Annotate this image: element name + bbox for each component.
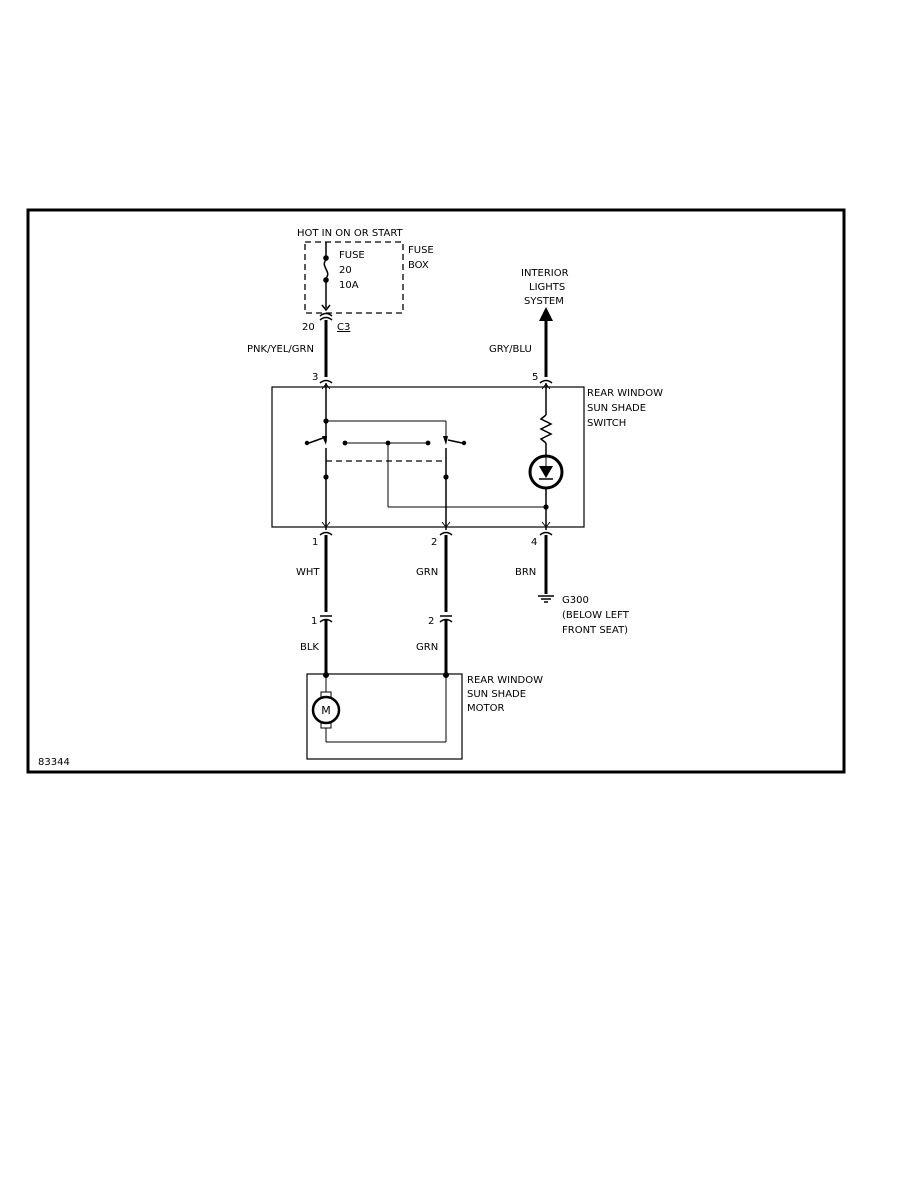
switch-pin-5: 5 <box>532 372 538 383</box>
motor-label-line3: MOTOR <box>467 703 504 714</box>
motor-connector-pin-2: 2 <box>428 616 434 627</box>
fuse-symbol <box>321 242 331 312</box>
motor-inline-connector <box>319 615 453 623</box>
ground-location-line2: FRONT SEAT) <box>562 625 628 636</box>
interior-lights-line1: INTERIOR <box>521 268 569 279</box>
fuse-rating: 10A <box>339 280 359 291</box>
power-label: HOT IN ON OR START <box>297 228 404 239</box>
fuse-pin-number: 20 <box>302 322 315 333</box>
motor-connector-pin-1: 1 <box>311 616 317 627</box>
connector-c3 <box>319 312 333 321</box>
interior-lights-line3: SYSTEM <box>524 296 564 307</box>
switch-internals <box>304 383 564 530</box>
switch-pin-2: 2 <box>431 537 437 548</box>
fuse-box-label-1: FUSE <box>408 245 434 256</box>
interior-lights-line2: LIGHTS <box>529 282 565 293</box>
ground-icon <box>538 595 554 603</box>
motor-internals <box>311 675 447 743</box>
switch-out-wire-2: GRN <box>416 567 438 578</box>
connector-c3-label: C3 <box>337 322 350 333</box>
ground-location-line1: (BELOW LEFT <box>562 610 630 621</box>
motor-body <box>306 673 463 760</box>
fuse-label: FUSE <box>339 250 365 261</box>
motor-label-line1: REAR WINDOW <box>467 675 543 686</box>
figure-id: 83344 <box>38 757 70 768</box>
switch-label-line2: SUN SHADE <box>587 403 646 414</box>
fuse-box-outline <box>304 241 404 314</box>
ground-wire-color: BRN <box>515 567 536 578</box>
ground-id: G300 <box>562 595 589 606</box>
motor-in-wire-1: BLK <box>300 642 319 653</box>
arrow-up-icon <box>539 307 553 321</box>
motor-in-wire-2: GRN <box>416 642 438 653</box>
motor-label-line2: SUN SHADE <box>467 689 526 700</box>
fuse-number: 20 <box>339 265 352 276</box>
fuse-box-label-2: BOX <box>408 260 429 271</box>
switch-body <box>271 386 585 528</box>
switch-out-wire-1: WHT <box>296 567 320 578</box>
feed-wire-color: PNK/YEL/GRN <box>247 344 314 355</box>
switch-label-line1: REAR WINDOW <box>587 388 663 399</box>
switch-pin-4: 4 <box>531 537 537 548</box>
switch-label-line3: SWITCH <box>587 418 626 429</box>
interior-wire-color: GRY/BLU <box>489 344 532 355</box>
switch-pin-3: 3 <box>312 372 318 383</box>
diagram-frame <box>26 208 846 774</box>
motor-symbol: M <box>321 704 331 717</box>
switch-pin-1: 1 <box>312 537 318 548</box>
